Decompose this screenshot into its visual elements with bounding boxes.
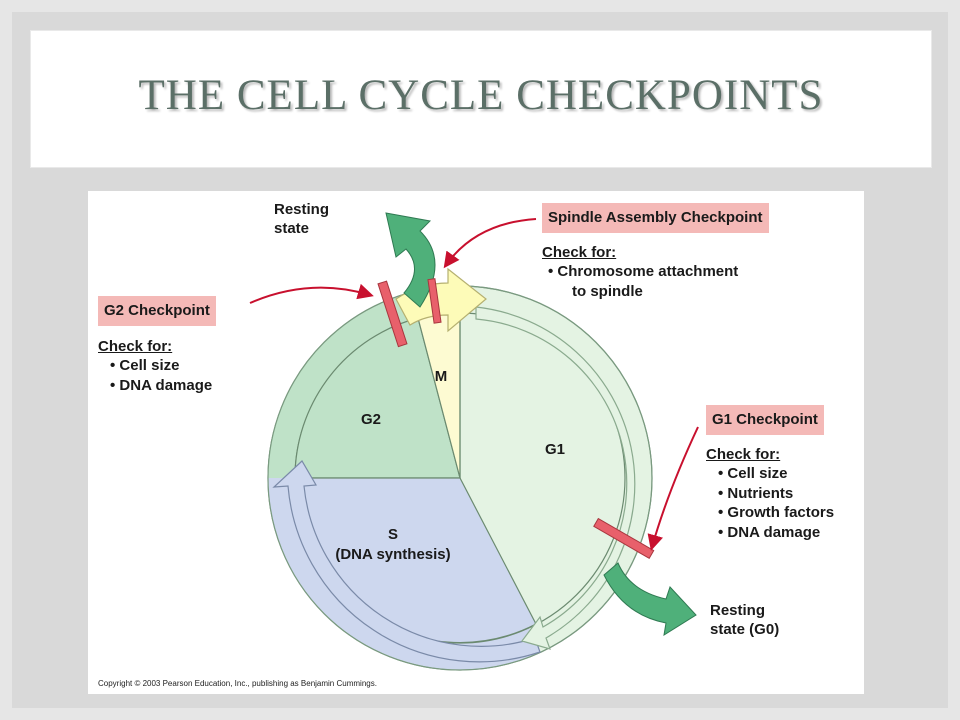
resting-state-g0-label: Resting state (G0): [710, 602, 780, 638]
spindle-pointer-arrow: [443, 218, 537, 269]
s-phase-subtitle: (DNA synthesis): [335, 546, 451, 563]
g2-phase-label: G2: [360, 411, 381, 428]
list-item: • DNA damage: [110, 376, 213, 394]
title-box: THE CELL CYCLE CHECKPOINTS: [30, 30, 932, 168]
list-item: • Growth factors: [718, 504, 835, 521]
m-phase-label: M: [434, 368, 448, 385]
list-item: • Nutrients: [718, 484, 794, 502]
g1-checkpoint-bar: [593, 517, 655, 560]
g2-checkpoint-details: Check for: • Cell size • DNA damage: [98, 337, 212, 395]
s-phase-name: S: [387, 526, 398, 543]
list-item: • Chromosome attachment: [548, 263, 739, 280]
resting-state-top-label: Resting state: [274, 201, 330, 237]
cell-cycle-figure: M G2 G1 S (DNA synthesis) Resting state …: [88, 191, 864, 694]
list-item: • DNA damage: [718, 523, 821, 541]
g1-pointer-arrow: [647, 426, 699, 551]
g1-phase-label: G1: [544, 441, 565, 458]
s-phase-label: S (DNA synthesis): [318, 525, 468, 565]
g1-cycle-arrow: [475, 306, 636, 650]
spindle-checkpoint-label: Spindle Assembly Checkpoint: [542, 203, 769, 233]
cell-cycle-diagram: [249, 212, 699, 671]
g1-checkpoint-details: Check for: • Cell size • Nutrients • Gro…: [706, 445, 834, 542]
spindle-checkpoint-details: Check for: • Chromosome attachment to sp…: [542, 243, 738, 301]
resting-arrow-bottom: [603, 562, 697, 637]
g1-check-for-heading: Check for:: [706, 446, 781, 463]
copyright-notice: Copyright © 2003 Pearson Education, Inc.…: [98, 679, 377, 688]
spindle-checkpoint-bar: [427, 278, 442, 324]
s-cycle-arrow: [272, 460, 541, 663]
g1-checkpoint-label: G1 Checkpoint: [706, 405, 824, 435]
g2-pointer-arrow: [249, 283, 374, 304]
resting-arrow-top: [385, 212, 436, 308]
list-item: to spindle: [572, 282, 643, 300]
list-item: • Cell size: [718, 465, 788, 482]
list-item: • Cell size: [110, 357, 180, 374]
slide-title: THE CELL CYCLE CHECKPOINTS: [138, 71, 824, 119]
g2-checkpoint-label: G2 Checkpoint: [98, 296, 216, 326]
g2-check-for-heading: Check for:: [98, 338, 173, 355]
g2-checkpoint-bar: [377, 280, 408, 348]
spindle-check-for-heading: Check for:: [542, 244, 617, 261]
